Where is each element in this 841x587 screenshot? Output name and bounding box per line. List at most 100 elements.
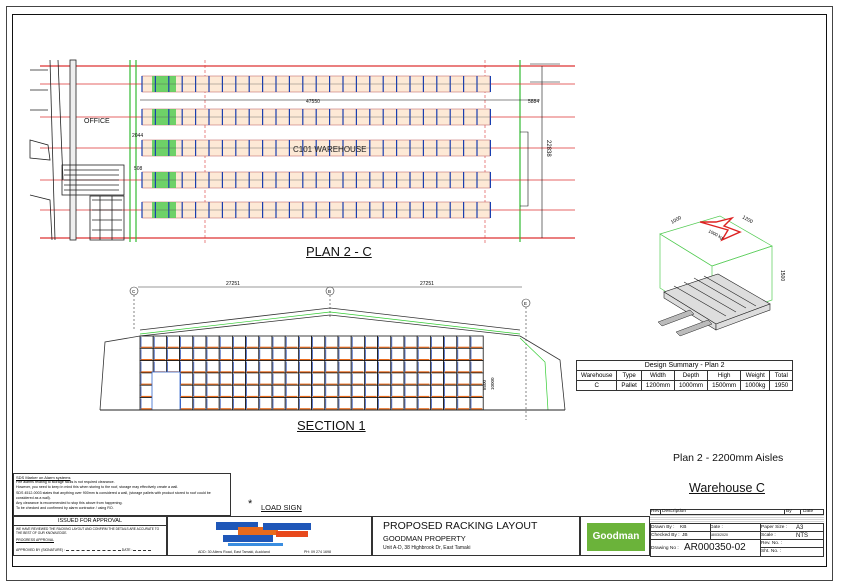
date-value: 18/03/2020	[710, 533, 728, 537]
section-grid-markers	[129, 286, 531, 420]
plan-dim-b: 508	[134, 166, 143, 172]
office-label: OFFICE	[84, 118, 110, 125]
notes-line: However, you need to keep in mind this w…	[16, 485, 179, 490]
approval-progress: PROGRESS APPROVAL	[16, 538, 54, 542]
section-span-right: 27251	[420, 281, 434, 287]
section-racks	[139, 335, 484, 411]
load-sign-label: LOAD SIGN	[261, 503, 302, 512]
project-address: Unit A-D, 38 Highbrook Dr, East Tamaki	[383, 545, 471, 551]
drawn-by-value: KB	[680, 525, 687, 530]
load-arrow-icon	[699, 216, 742, 242]
plan-dim-right: 5884	[528, 99, 539, 105]
scale-label: Scale :	[761, 533, 776, 538]
drawing-no-label: Drawing No :	[651, 546, 679, 551]
ds-cell: C	[575, 380, 618, 391]
company-logo-box: ADD: 30 Allens Road, East Tamaki, Auckla…	[167, 516, 372, 556]
notes-line: SDS 4512-0003 states that anything over …	[16, 490, 211, 500]
company-phone: PH: 09 274 1698	[304, 550, 331, 554]
goodman-logo: Goodman	[587, 523, 645, 551]
section-span-left: 27251	[226, 281, 240, 287]
ds-cell: Pallet	[616, 380, 642, 391]
scale-value: NTS	[796, 533, 808, 539]
plan-dim-width: 22838	[545, 140, 551, 157]
project-title: PROPOSED RACKING LAYOUT	[383, 520, 538, 532]
iso-dim-width: 1200	[741, 215, 754, 226]
rev-date-col: Date	[803, 509, 814, 514]
project-title-box: PROPOSED RACKING LAYOUT GOODMAN PROPERTY…	[372, 516, 580, 556]
plan-title: PLAN 2 - C	[306, 244, 372, 259]
paper-size-label: Paper Size :	[761, 525, 788, 530]
iso-dim-depth: 1000	[670, 215, 683, 226]
aisles-label: Plan 2 - 2200mm Aisles	[673, 452, 784, 464]
warehouse-label: Warehouse C	[689, 481, 765, 495]
notes-line: To be checked and confirmed by alarm con…	[16, 506, 114, 511]
plan-rack-row	[40, 75, 575, 93]
approval-box: ISSUED FOR APPROVAL WE HAVE REVIEWED THE…	[13, 516, 167, 556]
approval-title: ISSUED FOR APPROVAL	[14, 517, 166, 526]
checked-by-label: Checked By :	[651, 533, 680, 538]
revision-block: Rev Description By Date Drawn By : KB Da…	[650, 509, 824, 557]
drawing-no-value: AR000350-02	[684, 542, 746, 553]
iso-pallet	[663, 273, 771, 331]
ds-header: Width	[640, 370, 675, 381]
goodman-logo-box: Goodman	[580, 516, 650, 556]
notes-line: Fire alarms relating to storage racks is…	[16, 480, 115, 485]
iso-load: 1000 kg	[708, 228, 725, 240]
notes-title: SDS Marker on Alarm systems	[16, 475, 71, 480]
section-grid-e: E	[524, 301, 527, 306]
section-door	[151, 371, 181, 411]
company-logo-icon	[216, 522, 311, 546]
plan-racks	[40, 75, 575, 219]
rev-description-col: Description	[662, 509, 686, 514]
ds-header: Warehouse	[575, 370, 618, 381]
ds-cell: 1000mm	[673, 380, 709, 391]
ds-cell: 1000kg	[740, 380, 771, 391]
approval-text: WE HAVE REVIEWED THE RACKING LAYOUT AND …	[16, 527, 160, 535]
iso-forks	[657, 309, 713, 337]
plan-rack-row	[40, 139, 575, 157]
signature-line[interactable]	[65, 550, 121, 551]
section-roof	[99, 307, 566, 411]
ds-cell: 1200mm	[640, 380, 675, 391]
plan-rack-row	[40, 108, 575, 126]
date-label: Date :	[710, 525, 723, 530]
alarm-notes: SDS Marker on Alarm systems Fire alarms …	[13, 473, 231, 516]
load-sign-star: *	[248, 498, 253, 510]
section-height-2: 10000	[490, 377, 495, 390]
ds-header: Weight	[740, 370, 771, 381]
approval-signature-row: APPROVED BY (SIGNATURE) : DATE :	[16, 548, 152, 552]
notes-line: Any clearance is recommended to stop thi…	[16, 501, 123, 506]
drawing-outer-frame	[6, 6, 833, 581]
plan-warehouse-label: C101 WAREHOUSE	[293, 145, 367, 154]
ds-header: High	[707, 370, 742, 381]
plan-rack-row	[40, 201, 575, 219]
ds-header: Type	[616, 370, 642, 381]
company-address: ADD: 30 Allens Road, East Tamaki, Auckla…	[198, 550, 270, 554]
plan-dim-length: 47550	[306, 99, 320, 105]
rev-no-label: Rev. No. :	[761, 541, 782, 546]
plan-rack-row	[40, 171, 575, 189]
ds-cell: 1500mm	[707, 380, 742, 391]
approval-signature: APPROVED BY (SIGNATURE) :	[16, 548, 65, 552]
design-summary-title: Design Summary - Plan 2	[575, 360, 794, 371]
table-row: C Pallet 1200mm 1000mm 1500mm 1000kg 195…	[575, 380, 794, 391]
drawing-inner-frame	[12, 14, 827, 567]
design-summary-header-row: Warehouse Type Width Depth High Weight T…	[575, 370, 794, 381]
plan-dim-lines	[140, 63, 560, 238]
date-line[interactable]	[133, 550, 152, 551]
design-summary-table: Design Summary - Plan 2 Warehouse Type W…	[575, 360, 794, 391]
ds-header: Depth	[673, 370, 709, 381]
ds-cell: 1950	[769, 380, 794, 391]
ds-header: Total	[769, 370, 794, 381]
sht-no-label: Sht. No. :	[761, 549, 781, 554]
section-roof-green	[139, 311, 549, 411]
approval-date: DATE :	[121, 548, 133, 552]
plan-left-structure	[29, 59, 125, 241]
plan-dim-a: 2044	[132, 133, 143, 139]
section-height-1: 8500	[482, 379, 487, 390]
iso-dim-height: 1500	[779, 270, 785, 281]
paper-size-value: A3	[796, 525, 804, 531]
